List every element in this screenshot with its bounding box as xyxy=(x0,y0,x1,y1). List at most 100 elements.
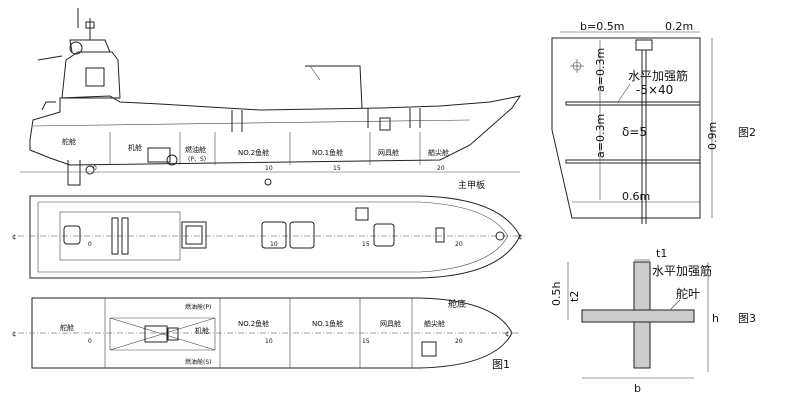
propeller xyxy=(85,165,95,175)
fig2-dim-02: 0.2m xyxy=(665,20,693,33)
bottom-label-fuel-p: 燃油舱(P) xyxy=(185,303,211,311)
mast-light xyxy=(85,21,95,29)
label-fore: 艏尖舱 xyxy=(428,148,449,157)
fig2-rudder-plate: b=0.5m 0.2m a=0.3m a=0.3m 水平加强筋 -5×40 δ=… xyxy=(551,20,756,224)
label-tiller: 舵舱 xyxy=(62,137,76,146)
searchlight-icon xyxy=(69,41,83,55)
bottom-plan: 舱底 舵舱 燃油舱(P) 机舱 燃油舱(S) NO.2鱼舱 NO.1鱼舱 网具舱… xyxy=(12,297,520,371)
derrick-boom xyxy=(305,65,363,109)
bottom-label: 舱底 xyxy=(448,298,466,310)
fig3-h: h xyxy=(712,312,719,325)
label-fuel: 燃油舱 xyxy=(185,145,206,154)
fig2-dim-09: 0.9m xyxy=(706,122,719,150)
bottom-label-fuel-s: 燃油舱(S) xyxy=(185,358,212,366)
fore-tank xyxy=(421,341,437,357)
fig2-stiffener-1 xyxy=(565,101,701,106)
gear-hatch xyxy=(373,223,395,247)
fig2-dim-06: 0.6m xyxy=(622,190,650,203)
tick-0: 0 xyxy=(93,165,97,172)
fig2-plate-outline xyxy=(551,37,701,219)
bottom-label-gear: 网具舱 xyxy=(380,319,401,328)
main-deck-bulwark xyxy=(37,201,509,273)
fig2-stiffener-2 xyxy=(565,159,701,164)
engine-bed xyxy=(109,317,216,351)
fig2-rudder-stock-head xyxy=(635,39,653,51)
profile-hull-outline xyxy=(29,95,522,166)
bottom-outline xyxy=(31,297,513,369)
flag-staff xyxy=(37,55,63,61)
fig3-leader-line xyxy=(669,299,681,311)
fig2-dim-a1: a=0.3m xyxy=(594,48,607,92)
fig2-leader-line xyxy=(617,83,631,103)
derrick-wire xyxy=(309,65,321,81)
fig3-b: b xyxy=(634,382,641,395)
tick-15: 15 xyxy=(333,165,341,172)
tick-10: 10 xyxy=(265,165,273,172)
fig3-dim-05h: 0.5h xyxy=(550,282,563,306)
label-fish2: NO.2鱼舱 xyxy=(238,148,269,157)
bow-fairlead xyxy=(495,231,505,241)
wheelhouse xyxy=(61,51,121,99)
label-gear: 网具舱 xyxy=(378,148,399,157)
wheelhouse-window xyxy=(85,67,105,87)
bottom-label-fish1: NO.1鱼舱 xyxy=(312,319,343,328)
fig1-label: 图1 xyxy=(492,358,510,371)
deckhouse-outline xyxy=(59,211,181,261)
bottom-cl-left: ¢ xyxy=(12,330,16,338)
label-engine: 机舱 xyxy=(128,143,142,152)
fig2-stiffener-label: 水平加强筋 xyxy=(628,68,688,83)
winch-plan xyxy=(181,221,207,249)
tick-20: 20 xyxy=(437,165,445,172)
winch-drum xyxy=(185,225,203,245)
fig3-stiffener-label: 水平加强筋 xyxy=(652,263,712,278)
bottom-tick-15: 15 xyxy=(362,338,370,345)
deck-tick-10: 10 xyxy=(270,241,278,248)
deck-tick-0: 0 xyxy=(88,241,92,248)
fig3-t1: t1 xyxy=(656,247,667,260)
bottom-cl-right: ¢ xyxy=(505,330,509,338)
fig2-stiffener-size: -5×40 xyxy=(636,83,673,97)
fig3-section: t1 水平加强筋 舵叶 0.5h t2 h b 图3 xyxy=(550,247,756,395)
fig3-t2: t2 xyxy=(568,291,581,302)
deck-tick-20: 20 xyxy=(455,241,463,248)
wheelhouse-roof xyxy=(69,39,111,53)
fig3-rudder-blade-section xyxy=(581,309,695,323)
engine-casing xyxy=(121,217,129,255)
fish-hatch-2 xyxy=(261,221,287,249)
profile-sheer-line xyxy=(32,119,471,127)
deck-tick-15: 15 xyxy=(362,241,370,248)
fig3-label: 图3 xyxy=(738,312,756,325)
main-deck-label: 主甲板 xyxy=(458,179,485,191)
bottom-tick-0: 0 xyxy=(88,338,92,345)
aft-rail xyxy=(41,101,56,111)
bottom-label-fore: 艏尖舱 xyxy=(424,319,445,328)
label-fish1: NO.1鱼舱 xyxy=(312,148,343,157)
main-deck-cl-right: ¢ xyxy=(518,233,522,241)
bottom-tick-10: 10 xyxy=(265,338,273,345)
bottom-tick-20: 20 xyxy=(455,338,463,345)
profile-marker xyxy=(264,178,272,186)
engine-plan xyxy=(144,325,168,343)
fig3-rudder-blade-label: 舵叶 xyxy=(676,286,700,301)
fish-hatch-1 xyxy=(289,221,315,249)
main-deck-cl-left: ¢ xyxy=(12,233,16,241)
fig2-dim-a2: a=0.3m xyxy=(594,114,607,158)
windlass xyxy=(435,227,445,243)
fig2-delta: δ=5 xyxy=(622,125,647,139)
bottom-label-engine: 机舱 xyxy=(195,326,209,335)
deck-vent xyxy=(355,207,369,221)
bottom-label-fish2: NO.2鱼舱 xyxy=(238,319,269,328)
winch xyxy=(379,117,391,131)
fig2-label: 图2 xyxy=(738,126,756,139)
engine-casing xyxy=(111,217,119,255)
engine-flywheel xyxy=(166,154,178,166)
fig2-dim-b: b=0.5m xyxy=(580,20,624,33)
bottom-label-tiller: 舵舱 xyxy=(60,323,74,332)
hatch xyxy=(63,225,81,245)
rudder xyxy=(67,160,81,186)
gearbox-plan xyxy=(167,327,179,341)
main-deck-plan: 主甲板 ¢ ¢ 0 10 15 20 xyxy=(12,179,525,279)
profile-view: 舵舱 机舱 燃油舱 (P、S) NO.2鱼舱 NO.1鱼舱 网具舱 艏尖舱 0 … xyxy=(20,8,522,186)
main-deck-outline xyxy=(29,195,521,279)
